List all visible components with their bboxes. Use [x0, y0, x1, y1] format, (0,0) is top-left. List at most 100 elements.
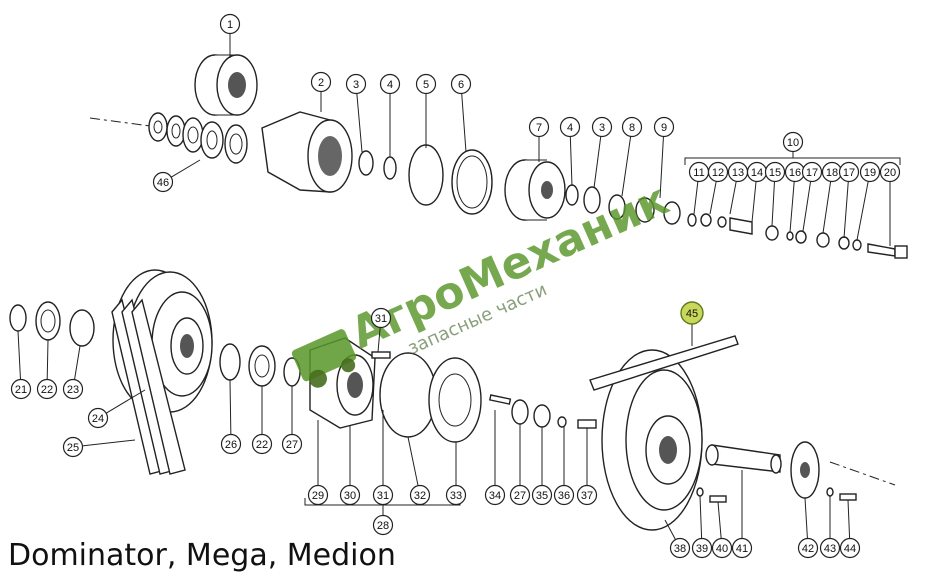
callout-number: 42	[802, 543, 814, 555]
part-24-pulley	[112, 269, 213, 413]
callout-circle[interactable]	[669, 537, 691, 559]
callout-number: 16	[789, 167, 801, 179]
callout-leader	[46, 339, 49, 380]
part-46-washers	[148, 112, 248, 164]
callout-number: 19	[864, 167, 876, 179]
callout-number: 8	[629, 122, 635, 134]
callout-leader	[856, 181, 869, 241]
callout-number: 20	[884, 167, 896, 179]
part-42-flange	[790, 441, 820, 499]
callout-circle[interactable]	[838, 161, 860, 183]
callout-circle[interactable]	[707, 161, 729, 183]
callout-circle[interactable]	[220, 433, 242, 455]
part-7-hub	[504, 159, 566, 221]
callout-circle[interactable]	[576, 484, 598, 506]
callout-circle[interactable]	[307, 484, 329, 506]
callout-circle[interactable]	[691, 537, 713, 559]
callout-circle[interactable]	[310, 71, 332, 93]
callout-circle[interactable]	[484, 484, 506, 506]
callout-circle[interactable]	[152, 171, 174, 193]
callout-circle[interactable]	[528, 116, 550, 138]
callout-number: 3	[599, 122, 605, 134]
callout-number: 17	[843, 167, 855, 179]
part-6-ring	[451, 149, 493, 215]
callout-number: 18	[826, 167, 838, 179]
callout-number: 43	[824, 543, 836, 555]
callout-circle[interactable]	[819, 537, 841, 559]
callout-circle[interactable]	[345, 73, 367, 95]
callout-leader	[822, 181, 832, 234]
part-9-nut	[635, 197, 655, 223]
callout-number: 32	[414, 490, 426, 502]
callout-number: 36	[558, 490, 570, 502]
callout-circle[interactable]	[553, 484, 575, 506]
callout-circle[interactable]	[87, 407, 109, 429]
part-5-ring	[408, 144, 444, 206]
callout-number: 9	[661, 122, 667, 134]
part-3-ring	[358, 150, 374, 176]
part-38-pulley	[601, 349, 703, 531]
part-27b-seal	[511, 399, 529, 425]
part-32-disc	[379, 352, 437, 438]
callout-circle[interactable]	[782, 131, 804, 153]
callout-leader	[377, 327, 381, 353]
callout-number: 27	[514, 490, 526, 502]
callout-leader	[664, 519, 676, 540]
callout-circle[interactable]	[339, 484, 361, 506]
callout-circle[interactable]	[509, 484, 531, 506]
callout-circle[interactable]	[372, 484, 394, 506]
part-1-drawing	[194, 54, 258, 116]
callout-number: 23	[67, 384, 79, 396]
callout-circle[interactable]	[859, 161, 881, 183]
callout-leader	[847, 499, 851, 539]
callout-circle[interactable]	[445, 484, 467, 506]
callout-number: 26	[225, 439, 237, 451]
callout-circle[interactable]	[370, 307, 392, 329]
callout-leader	[105, 389, 146, 414]
callout-circle[interactable]	[591, 116, 613, 138]
callout-number: 46	[157, 177, 169, 189]
callout-circle[interactable]	[879, 161, 901, 183]
callout-number: 34	[489, 490, 501, 502]
callout-circle[interactable]	[621, 116, 643, 138]
callout-circle[interactable]	[839, 537, 861, 559]
callout-circle[interactable]	[251, 433, 273, 455]
callout-circle[interactable]	[731, 537, 753, 559]
callout-circle[interactable]	[415, 73, 437, 95]
callout-leader	[843, 181, 849, 239]
callout-circle[interactable]	[409, 484, 431, 506]
callout-circle[interactable]	[281, 433, 303, 455]
part-26-ring	[219, 343, 241, 381]
callout-circle[interactable]	[801, 161, 823, 183]
callout-circle[interactable]	[62, 436, 84, 458]
part-35-washer	[533, 404, 551, 428]
part-4b-ring	[565, 184, 579, 206]
callout-circle[interactable]	[764, 161, 786, 183]
callout-circle[interactable]	[36, 378, 58, 400]
part-21-seal	[9, 304, 27, 332]
callout-circle[interactable]	[711, 537, 733, 559]
callout-circle[interactable]	[450, 73, 472, 95]
tractor-logo-icon	[291, 329, 357, 382]
callout-circle[interactable]	[531, 484, 553, 506]
callout-number: 4	[567, 122, 573, 134]
upper-assembly	[148, 54, 908, 259]
callout-leader	[709, 181, 717, 215]
callout-circle[interactable]	[219, 13, 241, 35]
highlighted-callout-circle[interactable]	[680, 301, 704, 325]
callout-number: 3	[353, 79, 359, 91]
callout-circle[interactable]	[10, 378, 32, 400]
callout-number: 31	[377, 490, 389, 502]
callout-circle[interactable]	[379, 73, 401, 95]
callout-circle[interactable]	[797, 537, 819, 559]
callout-number: 4	[387, 79, 393, 91]
callout-circle[interactable]	[372, 514, 394, 536]
part-34-pin	[488, 394, 512, 405]
callout-circle[interactable]	[559, 116, 581, 138]
callout-number: 31	[375, 313, 387, 325]
callout-circle[interactable]	[62, 378, 84, 400]
callout-circle[interactable]	[653, 116, 675, 138]
callout-number: 2	[318, 77, 324, 89]
